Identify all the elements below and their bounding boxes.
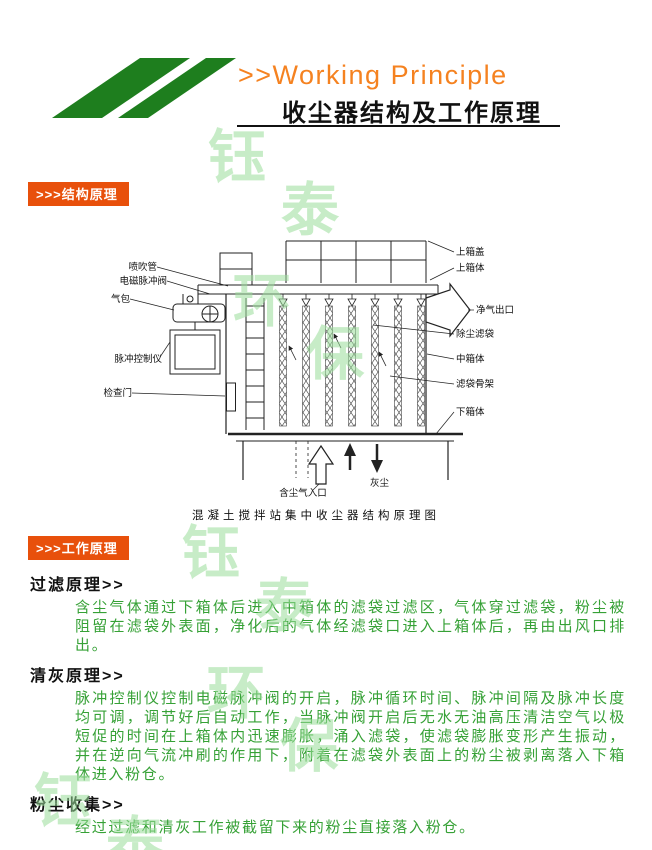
section-badge-structure: >>>结构原理 <box>28 182 129 206</box>
body-dust-collection: 经过过滤和清灰工作被截留下来的粉尘直接落入粉仓。 <box>75 819 476 836</box>
label-dust: 灰尘 <box>370 477 390 489</box>
airflow-arrows <box>288 333 387 367</box>
blow-nozzles <box>278 294 426 307</box>
access-ladder <box>245 298 265 430</box>
body-cleaning-principle: 脉冲控制仪控制电磁脉冲阀的开启，脉冲循环时间、脉冲间隔及脉冲长度均可调，调节好后… <box>75 690 626 783</box>
brand-stripes <box>52 58 236 118</box>
label-top-cover: 上箱盖 <box>456 246 485 258</box>
page-title-zh: 收尘器结构及工作原理 <box>282 100 542 127</box>
label-bag-cage: 滤袋骨架 <box>456 378 495 390</box>
label-lower-box: 下箱体 <box>456 406 485 418</box>
heading-cleaning-principle: 清灰原理>> <box>30 668 125 685</box>
hopper-base <box>228 432 463 480</box>
label-middle-box: 中箱体 <box>456 353 485 365</box>
inspection-door <box>226 382 236 412</box>
label-clean-air-outlet: 净气出口 <box>476 304 514 316</box>
label-spray-pipe: 喷吹管 <box>128 261 157 273</box>
content-sections: 过滤原理>> 含尘气体通过下箱体后进入中箱体的滤袋过滤区，气体穿过滤袋，粉尘被阻… <box>30 564 626 843</box>
watermark-char: 钰 <box>208 123 267 191</box>
air-bag-assembly <box>172 294 226 323</box>
body-filter-principle: 含尘气体通过下箱体后进入中箱体的滤袋过滤区，气体穿过滤袋，粉尘被阻留在滤袋外表面… <box>75 599 626 654</box>
tube-sheet-deck <box>197 284 439 295</box>
stripe-2 <box>118 58 236 118</box>
label-pulse-controller: 脉冲控制仪 <box>114 353 162 365</box>
up-flow-arrow <box>344 443 356 470</box>
heading-filter-principle: 过滤原理>> <box>30 577 125 594</box>
inlet-arrow <box>307 444 335 485</box>
section-badge-working: >>>工作原理 <box>28 536 129 560</box>
dust-down-arrow <box>371 444 383 473</box>
diagram-caption: 混凝土搅拌站集中收尘器结构原理图 <box>192 508 440 522</box>
filter-bags <box>279 305 425 427</box>
leader-lines <box>129 240 474 491</box>
page-title-en: >>Working Principle <box>238 60 508 90</box>
label-upper-box: 上箱体 <box>456 262 485 274</box>
dust-collector-diagram: 喷吹管 电磁脉冲阀 气包 脉冲控制仪 检查门 上箱盖 上箱体 净气出口 除尘滤袋… <box>103 240 514 522</box>
stripe-1 <box>52 58 190 118</box>
label-inspection-door: 检查门 <box>103 387 132 399</box>
label-dust-filter-bag: 除尘滤袋 <box>456 328 495 340</box>
label-dusty-air-inlet: 含尘气入口 <box>279 487 327 499</box>
top-railing <box>219 240 427 286</box>
clean-air-outlet-arrow <box>425 282 471 338</box>
pulse-controller-box <box>169 322 221 375</box>
title-underline <box>237 125 560 127</box>
heading-dust-collection: 粉尘收集>> <box>30 797 125 814</box>
label-solenoid-pulse-valve: 电磁脉冲阀 <box>119 275 167 287</box>
label-air-bag: 气包 <box>111 293 131 305</box>
